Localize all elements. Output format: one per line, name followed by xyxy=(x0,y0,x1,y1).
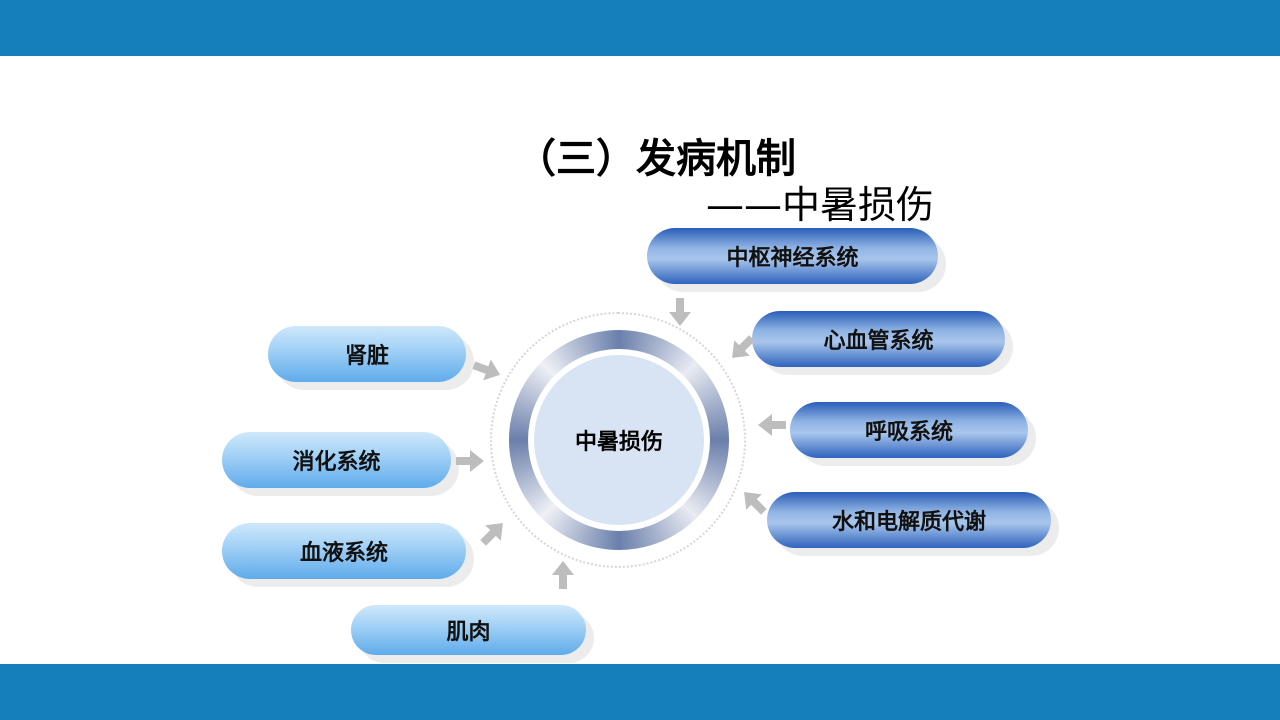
node-cardiovascular: 心血管系统 xyxy=(752,311,1005,367)
node-blood: 血液系统 xyxy=(222,523,466,579)
node-respiratory: 呼吸系统 xyxy=(790,402,1028,458)
slide-subtitle: ——中暑损伤 xyxy=(706,183,935,227)
arrow-icon xyxy=(472,359,501,381)
footer-bar xyxy=(0,664,1280,720)
slide-title: （三）发病机制 xyxy=(516,136,796,182)
arrow-icon xyxy=(480,523,503,546)
center-node: 中暑损伤 xyxy=(534,355,704,525)
arrow-icon xyxy=(669,298,691,326)
node-muscle: 肌肉 xyxy=(351,605,586,655)
arrow-icon xyxy=(456,450,484,472)
header-bar xyxy=(0,0,1280,56)
arrow-icon xyxy=(552,561,574,589)
arrow-icon xyxy=(744,492,767,515)
node-kidney: 肾脏 xyxy=(268,326,466,382)
node-digestive: 消化系统 xyxy=(222,432,451,488)
node-cns: 中枢神经系统 xyxy=(647,228,938,284)
arrow-icon xyxy=(732,335,755,358)
node-water-electrolyte: 水和电解质代谢 xyxy=(767,492,1051,548)
arrow-icon xyxy=(758,414,786,436)
